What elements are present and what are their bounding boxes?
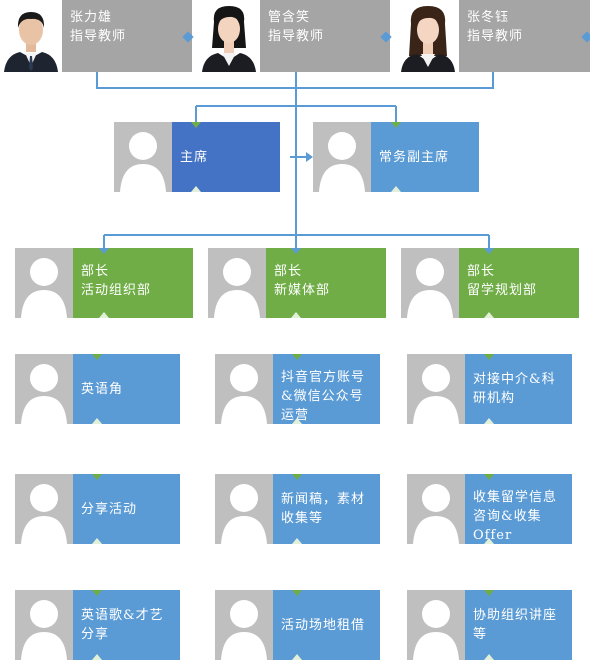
activity-text-box: 活动场地租借 (273, 590, 380, 660)
person-silhouette-icon (15, 474, 73, 544)
advisor-name: 张冬钰 (467, 10, 510, 25)
advisor-text-box: 管含笑 指导教师 (260, 0, 390, 72)
advisor-role: 指导教师 (467, 29, 524, 44)
department-name: 留学规划部 (467, 283, 538, 298)
advisor-card: 张冬钰 指导教师 (397, 0, 590, 72)
advisor-name: 管含笑 (268, 10, 311, 25)
activity-text-box: 对接中介&科研机构 (465, 354, 572, 424)
person-silhouette-icon (401, 248, 459, 318)
person-silhouette-icon (407, 474, 465, 544)
department-card: 部长 留学规划部 (401, 248, 579, 318)
person-silhouette-icon (215, 354, 273, 424)
department-text-box: 部长 活动组织部 (73, 248, 193, 318)
activity-text-box: 协助组织讲座等 (465, 590, 572, 660)
activity-label: 活动场地租借 (281, 617, 366, 633)
vice-chair-card: 常务副主席 (313, 122, 479, 192)
activity-text-box: 新闻稿，素材收集等 (273, 474, 380, 544)
department-text-box: 部长 新媒体部 (266, 248, 386, 318)
advisor-card: 管含笑 指导教师 (198, 0, 390, 72)
activity-card: 抖音官方账号&微信公众号运营 (215, 354, 380, 424)
advisor-text-box: 张冬钰 指导教师 (459, 0, 590, 72)
activity-card: 英语角 (15, 354, 180, 424)
person-photo-icon (397, 0, 459, 72)
activity-card: 对接中介&科研机构 (407, 354, 572, 424)
activity-label: 协助组织讲座等 (473, 608, 558, 642)
person-silhouette-icon (114, 122, 172, 192)
vice-chair-title: 常务副主席 (379, 149, 450, 165)
chair-text-box: 主席 (172, 122, 280, 192)
person-silhouette-icon (407, 354, 465, 424)
activity-label: 英语角 (81, 381, 124, 397)
department-role: 部长 (274, 264, 303, 279)
department-card: 部长 新媒体部 (208, 248, 386, 318)
activity-text-box: 英语歌&才艺分享 (73, 590, 180, 660)
activity-text-box: 英语角 (73, 354, 180, 424)
department-text-box: 部长 留学规划部 (459, 248, 579, 318)
activity-card: 收集留学信息咨询&收集Offer (407, 474, 572, 544)
person-silhouette-icon (313, 122, 371, 192)
activity-label: 新闻稿，素材收集等 (281, 492, 366, 526)
activity-card: 活动场地租借 (215, 590, 380, 660)
vice-chair-text-box: 常务副主席 (371, 122, 479, 192)
person-photo-icon (198, 0, 260, 72)
person-silhouette-icon (407, 590, 465, 660)
department-role: 部长 (81, 264, 110, 279)
advisor-card: 张力雄 指导教师 (0, 0, 192, 72)
person-silhouette-icon (215, 474, 273, 544)
advisor-name: 张力雄 (70, 10, 113, 25)
department-name: 新媒体部 (274, 283, 331, 298)
activity-card: 新闻稿，素材收集等 (215, 474, 380, 544)
activity-card: 协助组织讲座等 (407, 590, 572, 660)
person-silhouette-icon (15, 354, 73, 424)
activity-card: 英语歌&才艺分享 (15, 590, 180, 660)
activity-text-box: 抖音官方账号&微信公众号运营 (273, 354, 380, 424)
chair-title: 主席 (180, 149, 209, 165)
advisor-text-box: 张力雄 指导教师 (62, 0, 192, 72)
activity-label: 分享活动 (81, 501, 138, 517)
activity-label: 收集留学信息咨询&收集Offer (473, 490, 558, 543)
person-silhouette-icon (15, 248, 73, 318)
activity-text-box: 分享活动 (73, 474, 180, 544)
department-name: 活动组织部 (81, 283, 152, 298)
person-silhouette-icon (215, 590, 273, 660)
person-silhouette-icon (15, 590, 73, 660)
activity-text-box: 收集留学信息咨询&收集Offer (465, 474, 572, 544)
department-role: 部长 (467, 264, 496, 279)
chair-card: 主席 (114, 122, 280, 192)
person-silhouette-icon (208, 248, 266, 318)
activity-label: 对接中介&科研机构 (473, 372, 556, 406)
activity-label: 抖音官方账号&微信公众号运营 (281, 370, 366, 423)
department-card: 部长 活动组织部 (15, 248, 193, 318)
activity-card: 分享活动 (15, 474, 180, 544)
advisor-role: 指导教师 (70, 29, 127, 44)
person-photo-icon (0, 0, 62, 72)
activity-label: 英语歌&才艺分享 (81, 608, 164, 642)
advisor-role: 指导教师 (268, 29, 325, 44)
